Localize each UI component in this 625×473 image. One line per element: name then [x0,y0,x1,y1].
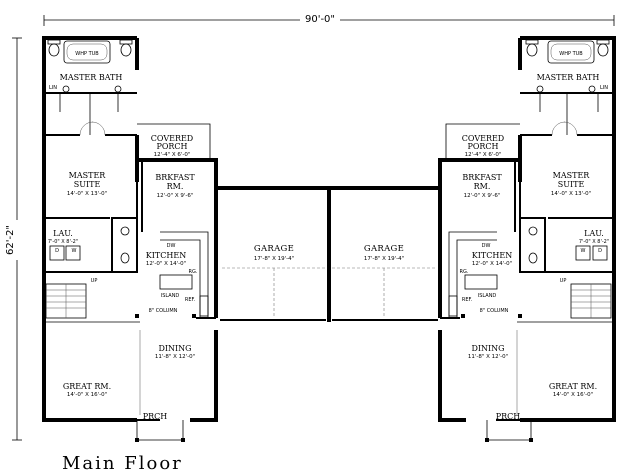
left-whp-tub-label: WHP TUB [75,51,99,57]
right-dw-label: DW [482,243,491,249]
right-brkfast-size: 12'-0" X 9'-6" [464,193,501,199]
right-brkfast-label: BRKFAST [462,173,502,182]
left-island-label: ISLAND [161,293,180,299]
width-label: 90'-0" [305,14,335,25]
right-ref-label: REF. [462,297,473,303]
left-covered-porch-label: COVERED [151,134,193,143]
garage-left-label: GARAGE [254,244,294,254]
right-lin-label: LIN [600,85,608,91]
left-column-label: 8" COLUMN [149,308,178,314]
depth-dimension: 62'-2" [5,37,24,441]
left-master-suite-label-2: SUITE [74,180,101,189]
right-covered-porch-size: 12'-4" X 6'-0" [465,152,502,158]
left-master-bath-label: MASTER BATH [60,73,123,82]
right-lau-size: 7'-0" X 8'-2" [579,239,609,245]
depth-label: 62'-2" [5,225,16,255]
left-dining-size: 11'-8" X 12'-0" [155,354,195,360]
left-brkfast-label: BRKFAST [155,173,195,182]
left-brkfast-size: 12'-0" X 9'-6" [157,193,194,199]
left-washer-label: W [72,248,77,254]
right-kitchen-size: 12'-0" X 14'-0" [472,261,512,267]
left-prch-label: PRCH [143,412,168,421]
garage-right-size: 17'-8" X 19'-4" [364,256,404,262]
right-master-suite-label: MASTER [553,171,591,180]
right-prch-label: PRCH [496,412,521,421]
left-great-rm-size: 14'-0" X 16'-0" [67,392,107,398]
right-whp-tub-label: WHP TUB [559,51,583,57]
right-lau-label: LAU. [584,229,604,238]
right-rg-label: RG. [460,269,469,275]
left-dryer-label: D [55,248,59,254]
right-dryer-label: D [598,248,602,254]
left-dining-label: DINING [158,344,191,353]
right-dining-size: 11'-8" X 12'-0" [468,354,508,360]
right-kitchen-label: KITCHEN [472,251,512,260]
left-master-suite-size: 14'-0" X 13'-0" [67,191,107,197]
left-lin-label: LIN [49,85,57,91]
garage-block: GARAGE 17'-8" X 19'-4" GARAGE 17'-8" X 1… [214,186,442,322]
left-brkfast-label-2: RM. [167,182,184,191]
right-master-bath-label: MASTER BATH [537,73,600,82]
left-master-suite-label: MASTER [69,171,107,180]
right-column-label: 8" COLUMN [480,308,509,314]
garage-left-size: 17'-8" X 19'-4" [254,256,294,262]
left-dw-label: DW [167,243,176,249]
right-covered-porch-label: COVERED [462,134,504,143]
garage-right-label: GARAGE [364,244,404,254]
right-dining-label: DINING [471,344,504,353]
left-covered-porch-size: 12'-4" X 6'-0" [154,152,191,158]
left-unit: WHP TUB LIN MASTER BATH COVERED PORCH 12… [42,36,218,442]
left-great-rm-label: GREAT RM. [63,382,111,391]
left-lau-size: 7'-0" X 8'-2" [48,239,78,245]
left-ref-label: REF. [185,297,196,303]
left-lau-label: LAU. [53,229,73,238]
right-master-suite-size: 14'-0" X 13'-0" [551,191,591,197]
left-covered-porch-label-2: PORCH [156,142,187,151]
left-up-label: UP [91,278,98,284]
right-up-label: UP [560,278,567,284]
right-washer-label: W [581,248,586,254]
left-kitchen-label: KITCHEN [146,251,186,260]
right-great-rm-size: 14'-0" X 16'-0" [553,392,593,398]
left-kitchen-size: 12'-0" X 14'-0" [146,261,186,267]
right-covered-porch-label-2: PORCH [467,142,498,151]
right-master-suite-label-2: SUITE [558,180,585,189]
right-brkfast-label-2: RM. [474,182,491,191]
right-great-rm-label: GREAT RM. [549,382,597,391]
width-dimension: 90'-0" [43,12,615,26]
right-island-label: ISLAND [478,293,497,299]
right-unit: WHP TUB LIN MASTER BATH COVERED PORCH 12… [438,36,616,442]
plan-caption: Main Floor [62,453,183,473]
left-rg-label: RG. [189,269,198,275]
